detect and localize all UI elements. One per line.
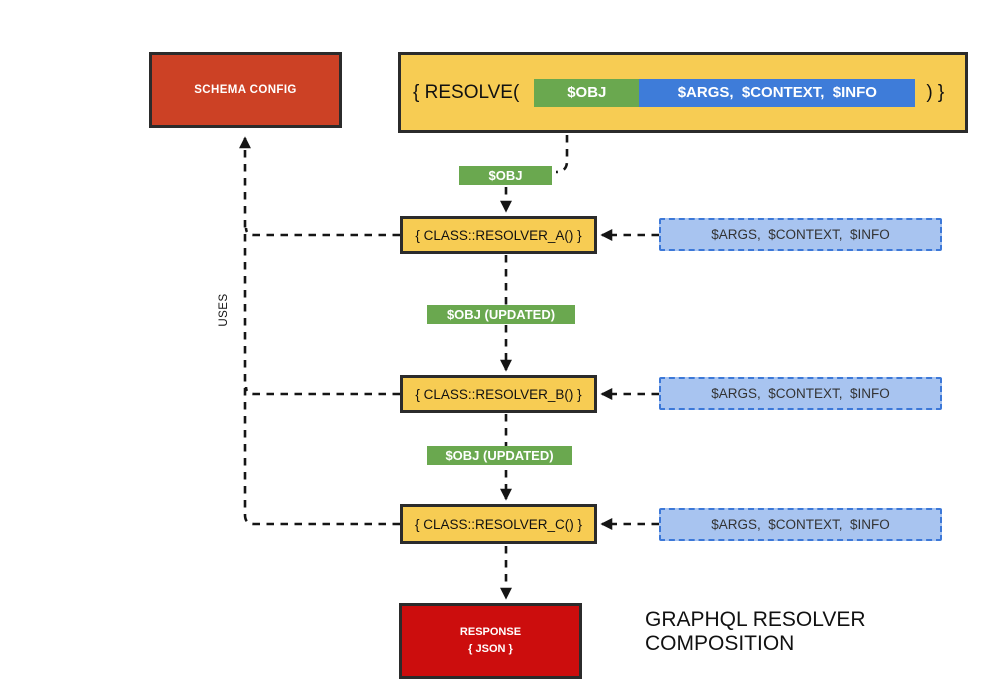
obj-updated-label-2: $OBJ (UPDATED) (427, 446, 572, 465)
resolver-a-label: { CLASS::RESOLVER_A() } (415, 227, 582, 243)
obj-updated-label-2-text: $OBJ (UPDATED) (445, 448, 554, 463)
args-box-b: $ARGS, $CONTEXT, $INFO (659, 377, 942, 410)
resolver-c-box: { CLASS::RESOLVER_C() } (400, 504, 597, 544)
obj-flow-label: $OBJ (459, 166, 552, 185)
resolve-obj-label: $OBJ (567, 84, 607, 101)
response-box: RESPONSE { JSON } (399, 603, 582, 679)
schema-config-box: SCHEMA CONFIG (149, 52, 342, 128)
args-box-c-label: $ARGS, $CONTEXT, $INFO (711, 517, 890, 532)
schema-config-label: SCHEMA CONFIG (194, 84, 297, 96)
args-box-a: $ARGS, $CONTEXT, $INFO (659, 218, 942, 251)
args-box-c: $ARGS, $CONTEXT, $INFO (659, 508, 942, 541)
obj-updated-label-1: $OBJ (UPDATED) (427, 305, 575, 324)
wire-uses-branch-a (244, 227, 400, 237)
response-line2: { JSON } (468, 643, 513, 655)
resolver-b-label: { CLASS::RESOLVER_B() } (415, 386, 582, 402)
wire-resolve-to-obj (555, 135, 569, 174)
resolve-prefix: { RESOLVE( (413, 81, 520, 103)
diagram-title-text: GRAPHQL RESOLVER COMPOSITION (645, 608, 866, 655)
args-box-a-label: $ARGS, $CONTEXT, $INFO (711, 227, 890, 242)
response-line1: RESPONSE (459, 625, 522, 638)
uses-edge-label: USES (217, 285, 231, 335)
resolve-box: { RESOLVE( $OBJ $ARGS, $CONTEXT, $INFO )… (398, 52, 968, 133)
obj-flow-label-text: $OBJ (488, 168, 523, 183)
resolver-a-box: { CLASS::RESOLVER_A() } (400, 216, 597, 254)
wire-uses-branch-b (244, 386, 400, 396)
resolve-args-segment: $ARGS, $CONTEXT, $INFO (639, 78, 916, 107)
uses-edge-label-text: USES (218, 293, 230, 327)
resolve-args-label: $ARGS, $CONTEXT, $INFO (677, 84, 877, 101)
obj-updated-label-1-text: $OBJ (UPDATED) (446, 307, 556, 322)
diagram-title: GRAPHQL RESOLVER COMPOSITION (645, 608, 985, 655)
resolver-b-box: { CLASS::RESOLVER_B() } (400, 375, 597, 413)
resolve-suffix: ) } (926, 81, 945, 103)
resolver-c-label: { CLASS::RESOLVER_C() } (414, 516, 583, 532)
resolve-obj-segment: $OBJ (534, 78, 640, 107)
args-box-b-label: $ARGS, $CONTEXT, $INFO (711, 386, 890, 401)
wire-uses-main (239, 136, 400, 526)
